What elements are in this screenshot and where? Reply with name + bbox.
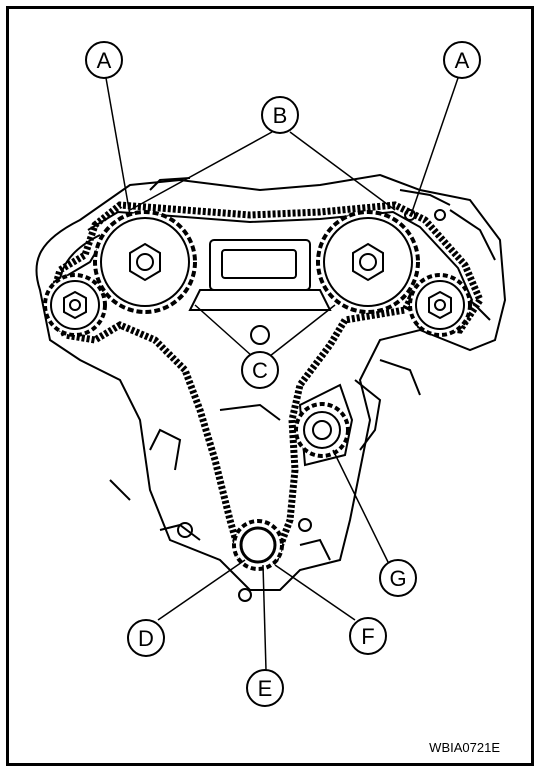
svg-text:E: E (258, 676, 273, 701)
callout-c: C (241, 351, 279, 389)
callout-a-right: A (443, 41, 481, 79)
callout-b: B (261, 96, 299, 134)
svg-text:G: G (389, 566, 406, 591)
svg-text:A: A (97, 48, 112, 73)
svg-text:C: C (252, 358, 268, 383)
callout-g: G (379, 559, 417, 597)
svg-text:F: F (361, 624, 374, 649)
leader-lines (105, 77, 459, 671)
center-plate (188, 239, 332, 311)
upper-chain (46, 201, 484, 569)
callout-a-left: A (85, 41, 123, 79)
left-exhaust-sprocket (43, 273, 107, 337)
callout-f: F (349, 617, 387, 655)
svg-text:B: B (273, 103, 288, 128)
svg-text:A: A (455, 48, 470, 73)
callout-e: E (246, 669, 284, 707)
svg-text:D: D (138, 626, 154, 651)
figure-code: WBIA0721E (429, 740, 500, 755)
right-intake-sprocket (316, 210, 420, 314)
right-exhaust-sprocket (408, 273, 472, 337)
crankshaft-sprocket (232, 519, 284, 571)
callout-d: D (127, 619, 165, 657)
left-intake-sprocket (93, 210, 197, 314)
idler-sprocket (294, 383, 354, 467)
